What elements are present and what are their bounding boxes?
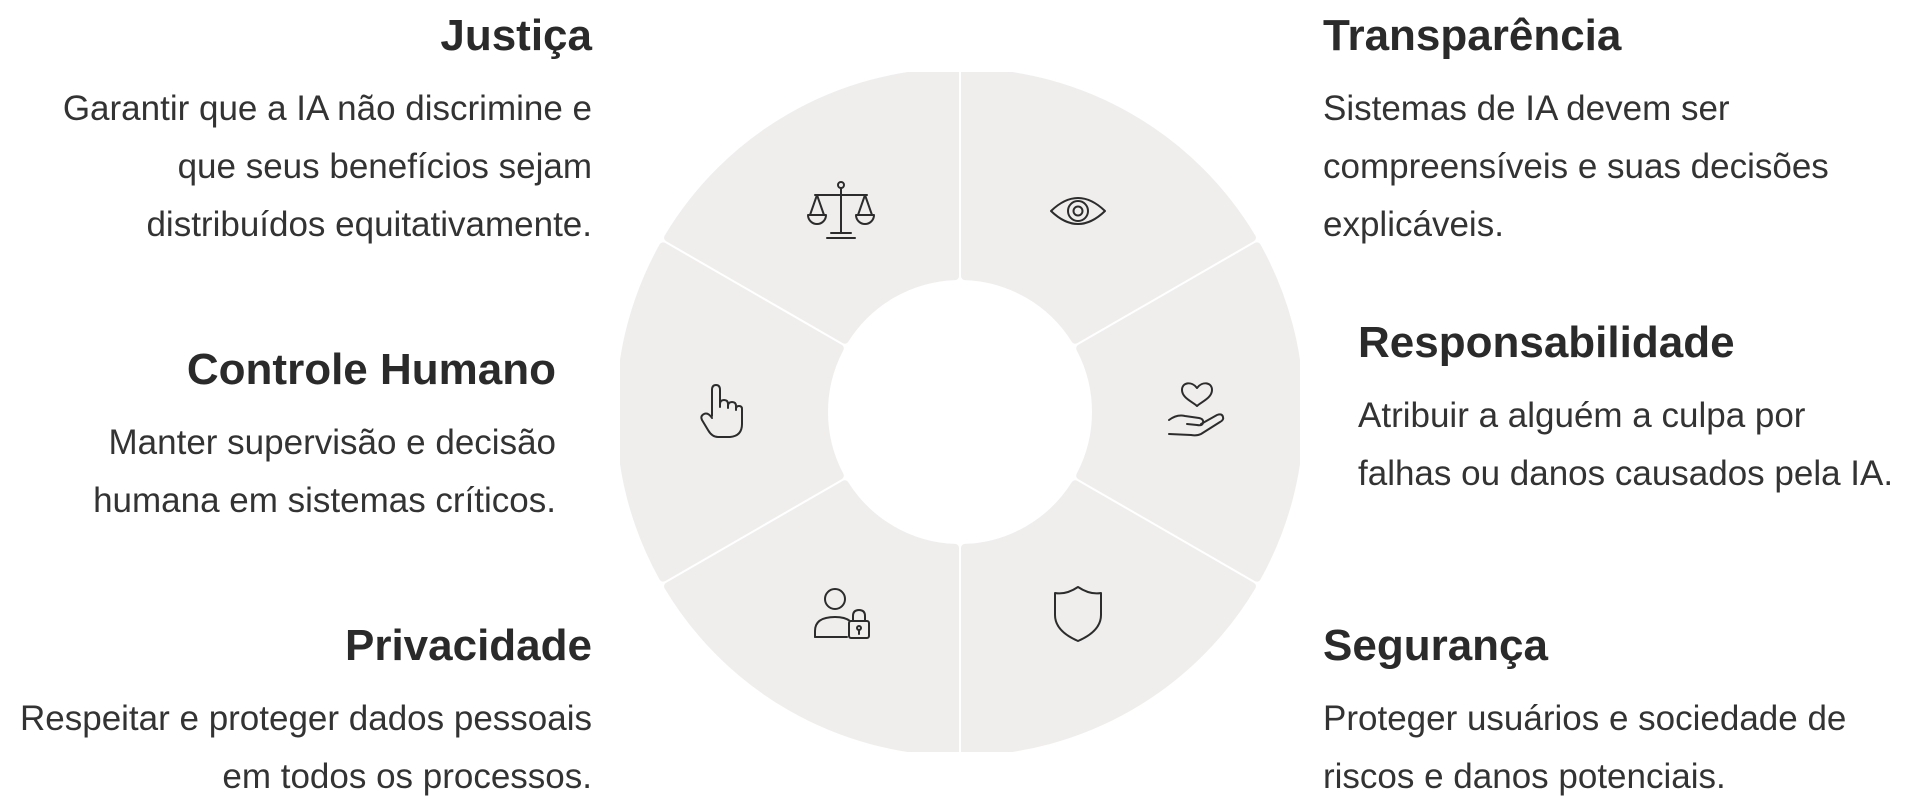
privacidade-title: Privacidade xyxy=(344,621,592,670)
controle-humano-title: Controle Humano xyxy=(186,345,556,394)
wheel-segment-controle-humano xyxy=(664,72,959,344)
wheel-segment-transparencia xyxy=(1076,242,1300,582)
wheel-segments xyxy=(620,72,1300,752)
seguranca-block: Segurança Proteger usuários e sociedade … xyxy=(1323,618,1903,806)
eye-icon xyxy=(1050,197,1106,225)
responsabilidade-block: Responsabilidade Atribuir a alguém a cul… xyxy=(1358,315,1898,503)
shield-icon xyxy=(1054,586,1102,642)
transparencia-description: Sistemas de IA devem ser compreensíveis … xyxy=(1323,89,1829,244)
transparencia-block: Transparência Sistemas de IA devem ser c… xyxy=(1323,8,1893,254)
controle-humano-block: Controle Humano Manter supervisão e deci… xyxy=(20,342,556,530)
seguranca-title: Segurança xyxy=(1323,621,1548,670)
wheel-segment-seguranca xyxy=(664,480,959,752)
wheel-icons xyxy=(700,181,1225,642)
wheel-segment-privacidade xyxy=(620,242,844,582)
scale-icon xyxy=(807,181,875,239)
seguranca-description: Proteger usuários e sociedade de riscos … xyxy=(1323,699,1847,796)
wheel-segment-justica xyxy=(961,72,1256,344)
justica-title: Justiça xyxy=(440,11,592,60)
responsabilidade-title: Responsabilidade xyxy=(1358,318,1735,367)
user-lock-icon xyxy=(814,588,870,639)
transparencia-title: Transparência xyxy=(1323,11,1622,60)
wheel-segment-responsabilidade xyxy=(961,480,1256,752)
justica-description: Garantir que a IA não discrimine e que s… xyxy=(62,89,592,244)
justica-block: Justiça Garantir que a IA não discrimine… xyxy=(20,8,592,254)
privacidade-description: Respeitar e proteger dados pessoais em t… xyxy=(19,699,592,796)
privacidade-block: Privacidade Respeitar e proteger dados p… xyxy=(10,618,592,806)
pointing-hand-icon xyxy=(700,384,743,438)
principles-wheel xyxy=(620,72,1300,752)
controle-humano-description: Manter supervisão e decisão humana em si… xyxy=(93,423,556,520)
responsabilidade-description: Atribuir a alguém a culpa por falhas ou … xyxy=(1358,396,1894,493)
heart-in-hand-icon xyxy=(1168,382,1225,437)
